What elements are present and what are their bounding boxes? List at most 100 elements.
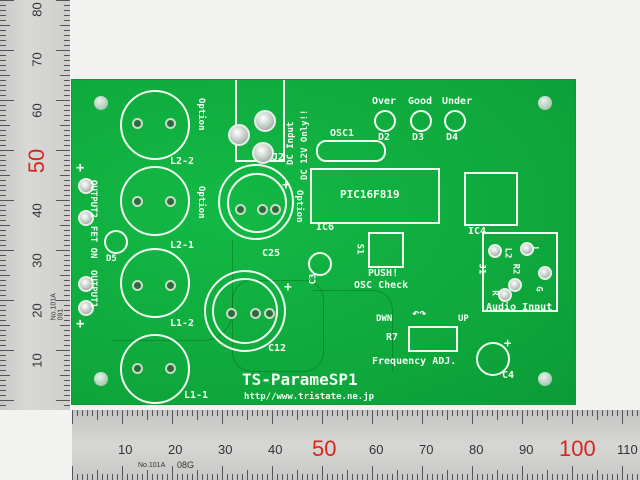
ruler-tick [612, 410, 613, 416]
ruler-tick [467, 410, 468, 416]
ruler-tick [56, 50, 70, 51]
ruler-tick [202, 474, 203, 480]
ruler-tick [64, 180, 70, 181]
ruler-tick [357, 410, 358, 416]
ruler-tick [637, 474, 638, 480]
ruler-tick [0, 185, 6, 186]
ruler-tick [202, 410, 203, 416]
ruler-tick [0, 75, 10, 76]
adjust-arrow-icon: ↶↷ [412, 306, 427, 320]
ruler-tick [64, 260, 70, 261]
ruler-tick [402, 410, 403, 416]
audio-jack-outline [482, 232, 558, 312]
label-dwn: DWN [376, 314, 393, 324]
ruler-tick [207, 410, 208, 416]
ruler-tick [0, 350, 14, 351]
ruler-tick [387, 410, 388, 416]
ruler-tick [0, 260, 6, 261]
ruler-tick [332, 410, 333, 416]
ruler-tick [412, 410, 413, 416]
ruler-tick [372, 466, 373, 480]
label-d3: D3 [412, 132, 425, 143]
label-c12: C12 [268, 343, 287, 354]
ruler-tick [132, 474, 133, 480]
polarity-plus: + [76, 316, 85, 332]
ruler-tick [177, 474, 178, 480]
ruler-tick [352, 474, 353, 480]
ruler-tick [64, 110, 70, 111]
ruler-tick [277, 474, 278, 480]
vertical-ruler: 80 70 60 50 40 30 20 10 No.101A 091 [0, 0, 70, 410]
label-l2-2: L2-2 [170, 156, 195, 167]
ruler-tick [60, 225, 70, 226]
output-terminal [78, 300, 94, 316]
label-under: Under [442, 96, 473, 107]
ruler-tick [0, 145, 6, 146]
ruler-tick [427, 474, 428, 480]
pad [226, 308, 237, 319]
ruler-tick [0, 115, 6, 116]
ruler-tick [0, 230, 6, 231]
ruler-tick [282, 474, 283, 480]
output-terminal [78, 178, 94, 194]
ruler-tick [372, 410, 373, 424]
pad [250, 308, 261, 319]
ruler-tick [512, 410, 513, 416]
ruler-tick [64, 140, 70, 141]
ruler-tick [87, 474, 88, 480]
ruler-tick [522, 410, 523, 424]
ruler-tick [527, 410, 528, 416]
ruler-tick [0, 180, 6, 181]
ruler-tick [172, 466, 173, 480]
ruler-tick [60, 75, 70, 76]
ruler-tick [487, 410, 488, 416]
ruler-tick [192, 474, 193, 480]
ruler-tick [282, 410, 283, 416]
ruler-tick [0, 280, 6, 281]
ruler-tick [64, 10, 70, 11]
ruler-tick [0, 20, 6, 21]
ruler-tick [262, 410, 263, 416]
ruler-tick [457, 474, 458, 480]
ruler-tick [64, 65, 70, 66]
ruler-tick [64, 130, 70, 131]
ruler-tick [362, 410, 363, 416]
ruler-tick [64, 330, 70, 331]
ruler-tick [107, 410, 108, 416]
ruler-tick [64, 80, 70, 81]
ruler-label-40: 40 [268, 442, 283, 457]
ruler-label-10: 10 [29, 353, 45, 368]
ruler-tick [0, 285, 6, 286]
ruler-tick [502, 410, 503, 416]
ruler-tick [312, 474, 313, 480]
ruler-tick [0, 400, 14, 401]
ruler-tick [92, 410, 93, 416]
ruler-tick [342, 410, 343, 416]
ruler-tick [182, 410, 183, 416]
horizontal-ruler: 10 20 30 40 50 60 70 80 90 100 110 No.10… [72, 410, 640, 480]
ruler-tick [82, 474, 83, 480]
ruler-tick [137, 474, 138, 480]
ruler-tick [382, 474, 383, 480]
ruler-tick [152, 410, 153, 416]
ruler-label-10: 10 [118, 442, 133, 457]
ruler-tick [64, 295, 70, 296]
pad [165, 363, 176, 374]
ruler-tick [0, 320, 6, 321]
ruler-tick [212, 410, 213, 416]
ruler-tick [112, 474, 113, 480]
ruler-tick [64, 380, 70, 381]
label-osc1: OSC1 [330, 128, 355, 139]
capacitor-outline [204, 270, 286, 352]
ruler-tick [64, 365, 70, 366]
ruler-tick [132, 410, 133, 416]
ruler-tick [0, 295, 6, 296]
ruler-tick [362, 474, 363, 480]
board-title: TS-ParameSP1 [242, 370, 358, 389]
ruler-tick [182, 474, 183, 480]
ruler-tick [0, 330, 6, 331]
ruler-tick [64, 135, 70, 136]
ruler-tick [237, 410, 238, 416]
ruler-tick [82, 410, 83, 416]
ruler-tick [0, 345, 6, 346]
